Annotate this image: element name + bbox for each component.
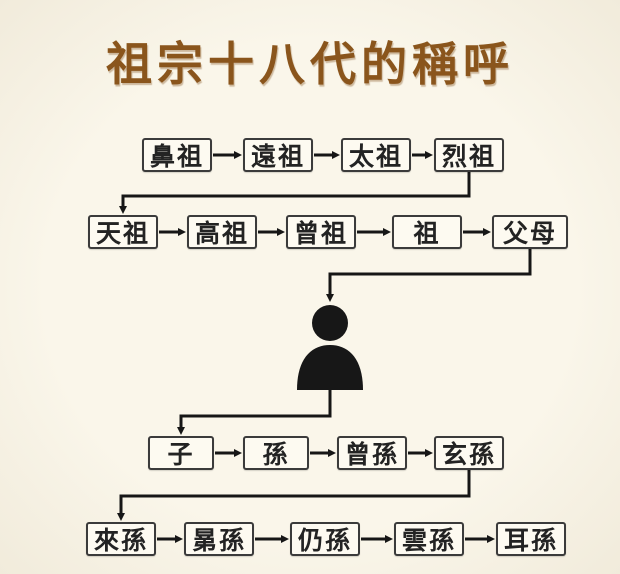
generation-box: 耳孫 [496,522,566,556]
generation-box: 烈祖 [434,138,504,172]
self-silhouette-icon [297,305,363,390]
generation-box: 孫 [243,436,309,470]
generation-box: 來孫 [86,522,156,556]
generation-box: 仍孫 [290,522,360,556]
generation-box: 高祖 [187,215,257,249]
generation-box: 天祖 [88,215,158,249]
generation-box: 雲孫 [394,522,464,556]
elbow-row1-to-row2 [119,172,471,214]
generation-box: 父母 [492,215,568,249]
page-title: 祖宗十八代的稱呼 [106,37,514,91]
generation-box: 祖 [392,215,462,249]
generation-box: 子 [148,436,214,470]
elbow-row3-to-row4 [117,470,471,521]
generation-box: 太祖 [341,138,411,172]
generation-box: 曾祖 [286,215,356,249]
generation-box: 玄孫 [434,436,504,470]
generation-box: 鼻祖 [142,138,212,172]
elbow-row2-to-person [326,249,532,302]
elbow-person-to-row3 [177,390,332,435]
generation-box: 晜孫 [184,522,254,556]
generation-box: 遠祖 [243,138,313,172]
generation-box: 曾孫 [337,436,407,470]
